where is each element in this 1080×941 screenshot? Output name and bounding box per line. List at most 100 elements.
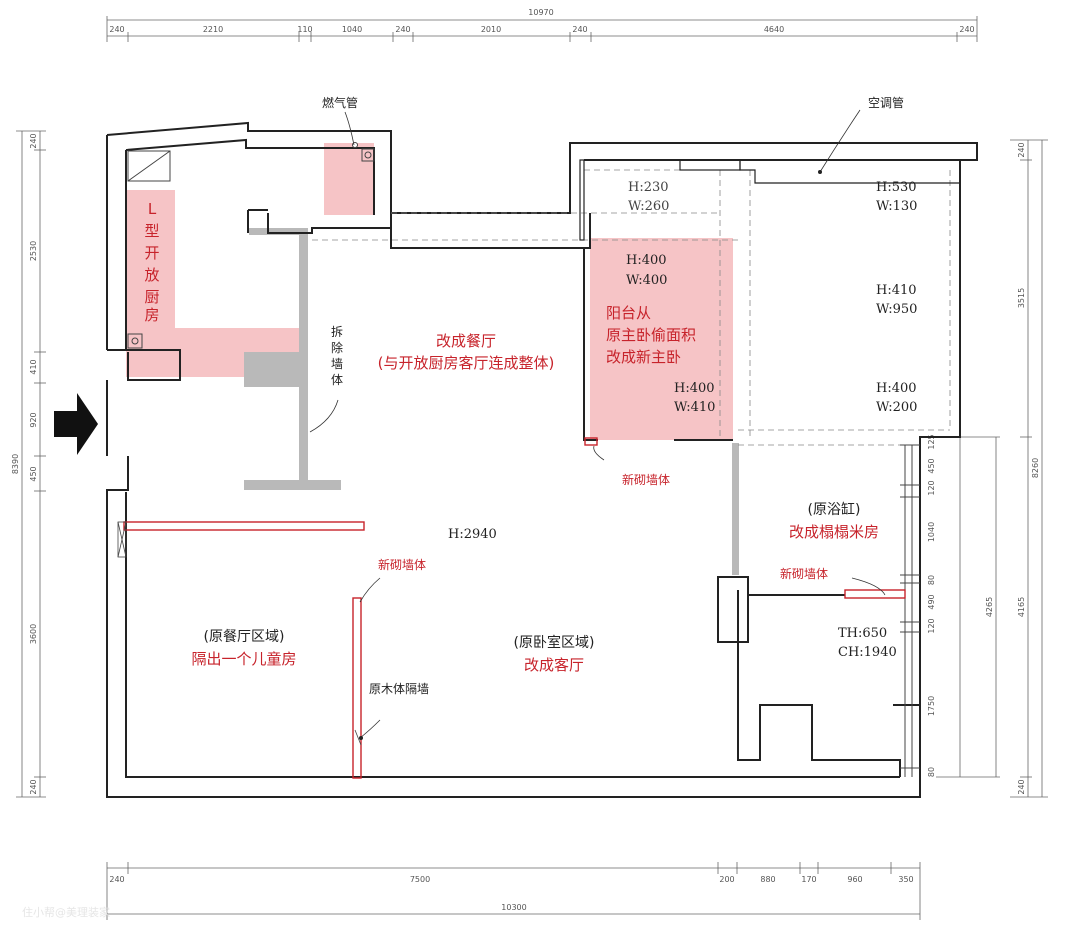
dining-subtitle: (与开放厨房客厅连成整体) bbox=[378, 354, 555, 372]
win2-h: H:400 bbox=[626, 253, 667, 268]
dim-bottom-3: 200 bbox=[719, 875, 734, 884]
kitchen-label-6: 房 bbox=[144, 306, 159, 324]
kitchen-highlight-top bbox=[324, 143, 374, 215]
dim-left-7: 240 bbox=[29, 779, 38, 794]
dim-left-5: 450 bbox=[29, 466, 38, 481]
new-wall-horizontal bbox=[123, 521, 365, 531]
demolish-bottom bbox=[244, 480, 341, 490]
win3-h: H:400 bbox=[674, 381, 715, 396]
dim-bottom-1: 240 bbox=[109, 875, 124, 884]
dim-inner-1: 125 bbox=[927, 434, 936, 449]
balcony-label-2: 原主卧偷面积 bbox=[606, 326, 696, 344]
right-dimension bbox=[936, 139, 1048, 798]
dim-inner-6: 490 bbox=[927, 594, 936, 609]
new-wall-balcony bbox=[584, 437, 598, 446]
bathtub-orig-label: (原浴缸) bbox=[808, 501, 861, 518]
kitchen-label-5: 厨 bbox=[144, 288, 159, 306]
new-wall-label-2: 新砌墙体 bbox=[378, 557, 426, 572]
demolish-vertical bbox=[299, 228, 308, 490]
demolish-label-3: 墙 bbox=[331, 357, 343, 371]
dim-bottom-overall: 10300 bbox=[501, 903, 526, 912]
win6-w: W:200 bbox=[876, 400, 917, 415]
kitchen-highlight-left bbox=[126, 190, 175, 346]
watermark: 住小帮@美理装家 bbox=[22, 905, 110, 919]
dim-left-overall: 8390 bbox=[11, 454, 20, 474]
dim-bottom-7: 350 bbox=[898, 875, 913, 884]
demolish-block bbox=[244, 352, 299, 387]
balcony-label: 阳台从 原主卧偷面积 改成新主卧 bbox=[606, 304, 696, 366]
dim-inner-4: 1040 bbox=[927, 522, 936, 542]
dim-right-1: 240 bbox=[1017, 142, 1026, 157]
dim-top-3: 110 bbox=[297, 25, 312, 34]
demolish-right bbox=[732, 443, 739, 575]
dim-inner-8: 1750 bbox=[927, 696, 936, 716]
demolished-walls bbox=[244, 228, 739, 575]
demolish-label-1: 拆 bbox=[331, 324, 343, 339]
dim-inner-7: 120 bbox=[927, 618, 936, 633]
bottom-dimension bbox=[106, 862, 921, 920]
right-inner-dimension: 125 450 120 1040 80 490 120 1750 80 bbox=[927, 434, 936, 777]
dim-top-2: 2210 bbox=[203, 25, 223, 34]
dim-left-2: 2530 bbox=[29, 241, 38, 261]
bathtub-new-label: 改成榻榻米房 bbox=[789, 523, 879, 541]
new-wall-label-3: 新砌墙体 bbox=[780, 566, 828, 581]
dim-left-4: 920 bbox=[29, 412, 38, 427]
kitchen-label-3: 开 bbox=[144, 244, 159, 262]
dining-title: 改成餐厅 bbox=[436, 332, 496, 350]
partition-dot bbox=[359, 736, 363, 740]
kitchen-label-1: L bbox=[148, 200, 157, 218]
kitchen-label-4: 放 bbox=[144, 266, 159, 284]
win6-h: H:400 bbox=[876, 381, 917, 396]
demolish-label-2: 除 bbox=[331, 340, 343, 355]
leader-lines bbox=[309, 109, 886, 739]
dim-right-3: 4265 bbox=[985, 597, 994, 617]
ac-pipe-label: 空调管 bbox=[868, 95, 904, 110]
dashed-lines bbox=[312, 169, 951, 446]
demolish-label-4: 体 bbox=[331, 373, 343, 387]
dim-top-7: 240 bbox=[572, 25, 587, 34]
dim-right-overall: 8260 bbox=[1031, 458, 1040, 478]
dim-bottom-5: 170 bbox=[801, 875, 816, 884]
balcony-label-1: 阳台从 bbox=[606, 304, 651, 322]
dim-top-9: 240 bbox=[959, 25, 974, 34]
kitchen-label-2: 型 bbox=[144, 222, 159, 240]
highlight-areas bbox=[126, 143, 733, 440]
new-wall-label-1: 新砌墙体 bbox=[622, 472, 670, 487]
win4-h: H:530 bbox=[876, 180, 917, 195]
bedroom-new-label: 改成客厅 bbox=[524, 656, 584, 674]
dim-right-4: 4165 bbox=[1017, 597, 1026, 617]
ch-label: CH:1940 bbox=[838, 645, 897, 660]
dim-top-4: 1040 bbox=[342, 25, 362, 34]
bedroom-orig-label: (原卧室区域) bbox=[514, 634, 595, 651]
balcony-highlight bbox=[590, 238, 733, 440]
win5-h: H:410 bbox=[876, 283, 917, 298]
dim-top-6: 2010 bbox=[481, 25, 501, 34]
dim-bottom-6: 960 bbox=[847, 875, 862, 884]
dining-orig-label: (原餐厅区域) bbox=[204, 629, 285, 645]
dim-inner-5: 80 bbox=[927, 575, 936, 585]
left-dimension bbox=[16, 130, 46, 798]
win4-w: W:130 bbox=[876, 199, 917, 214]
dim-left-3: 410 bbox=[29, 359, 38, 374]
dim-right-5: 240 bbox=[1017, 779, 1026, 794]
win3-w: W:410 bbox=[674, 400, 715, 415]
dim-bottom-2: 7500 bbox=[410, 875, 430, 884]
win2-w: W:400 bbox=[626, 273, 667, 288]
door-markers bbox=[117, 521, 362, 746]
dim-top-1: 240 bbox=[109, 25, 124, 34]
outer-walls bbox=[106, 121, 978, 798]
dim-left-6: 3600 bbox=[29, 624, 38, 644]
win1-w: W:260 bbox=[628, 199, 669, 214]
dim-left-1: 240 bbox=[29, 133, 38, 148]
dining-new-label: 隔出一个儿童房 bbox=[191, 650, 296, 668]
ac-pipe-block bbox=[579, 159, 960, 241]
win5-w: W:950 bbox=[876, 302, 917, 317]
top-dimension bbox=[106, 16, 978, 42]
new-wall-vertical bbox=[352, 597, 362, 779]
dim-inner-2: 450 bbox=[927, 458, 936, 473]
wood-partition-label: 原木体隔墙 bbox=[369, 682, 429, 696]
dim-top-8: 4640 bbox=[764, 25, 784, 34]
dim-top-5: 240 bbox=[395, 25, 410, 34]
dim-right-2: 3515 bbox=[1017, 288, 1026, 308]
kitchen-label: L 型 开 放 厨 房 bbox=[144, 200, 159, 324]
